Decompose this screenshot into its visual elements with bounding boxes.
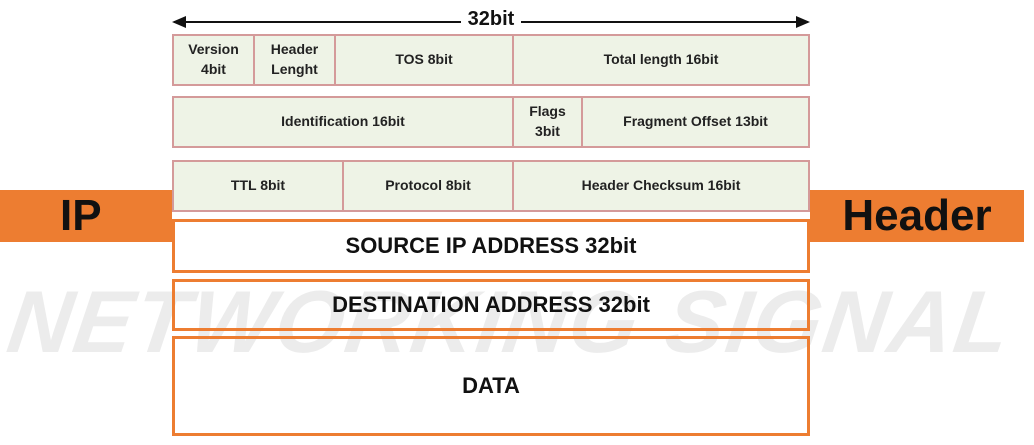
field-version: Version 4bit [174, 36, 255, 84]
header-row-3: TTL 8bit Protocol 8bit Header Checksum 1… [172, 160, 810, 212]
field-header-checksum: Header Checksum 16bit [581, 177, 741, 194]
header-row-1: Version 4bit Header Lenght TOS 8bit Tota… [172, 34, 810, 86]
field-data: DATA [172, 336, 810, 436]
field-identification: Identification 16bit [174, 98, 514, 146]
field-fragment-offset: Fragment Offset 13bit [623, 113, 768, 130]
side-label-ip: IP [0, 190, 172, 242]
width-label: 32bit [461, 8, 521, 31]
field-header-length: Header Lenght [255, 36, 336, 84]
field-tos: TOS 8bit [336, 36, 514, 84]
side-label-header: Header [810, 190, 1024, 242]
field-total-length: Total length 16bit [603, 51, 719, 68]
field-protocol: Protocol 8bit [344, 162, 514, 210]
field-destination-address: DESTINATION ADDRESS 32bit [172, 279, 810, 331]
field-flags: Flags 3bit [514, 98, 583, 146]
field-ttl: TTL 8bit [174, 162, 344, 210]
field-source-ip-address: SOURCE IP ADDRESS 32bit [172, 219, 810, 273]
header-row-2: Identification 16bit Flags 3bit Fragment… [172, 96, 810, 148]
